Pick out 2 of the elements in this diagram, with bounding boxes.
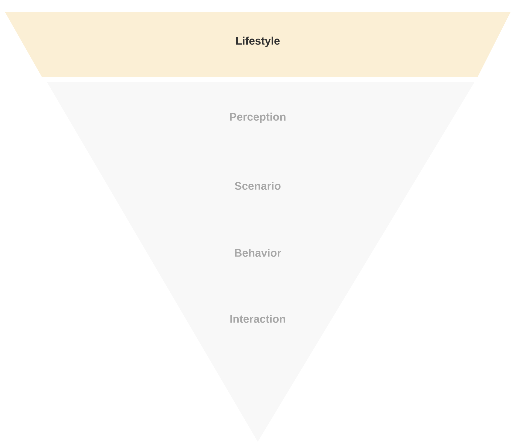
- funnel-triangle: Perception Scenario Behavior Interaction: [47, 82, 475, 442]
- funnel-band: Lifestyle: [5, 12, 511, 77]
